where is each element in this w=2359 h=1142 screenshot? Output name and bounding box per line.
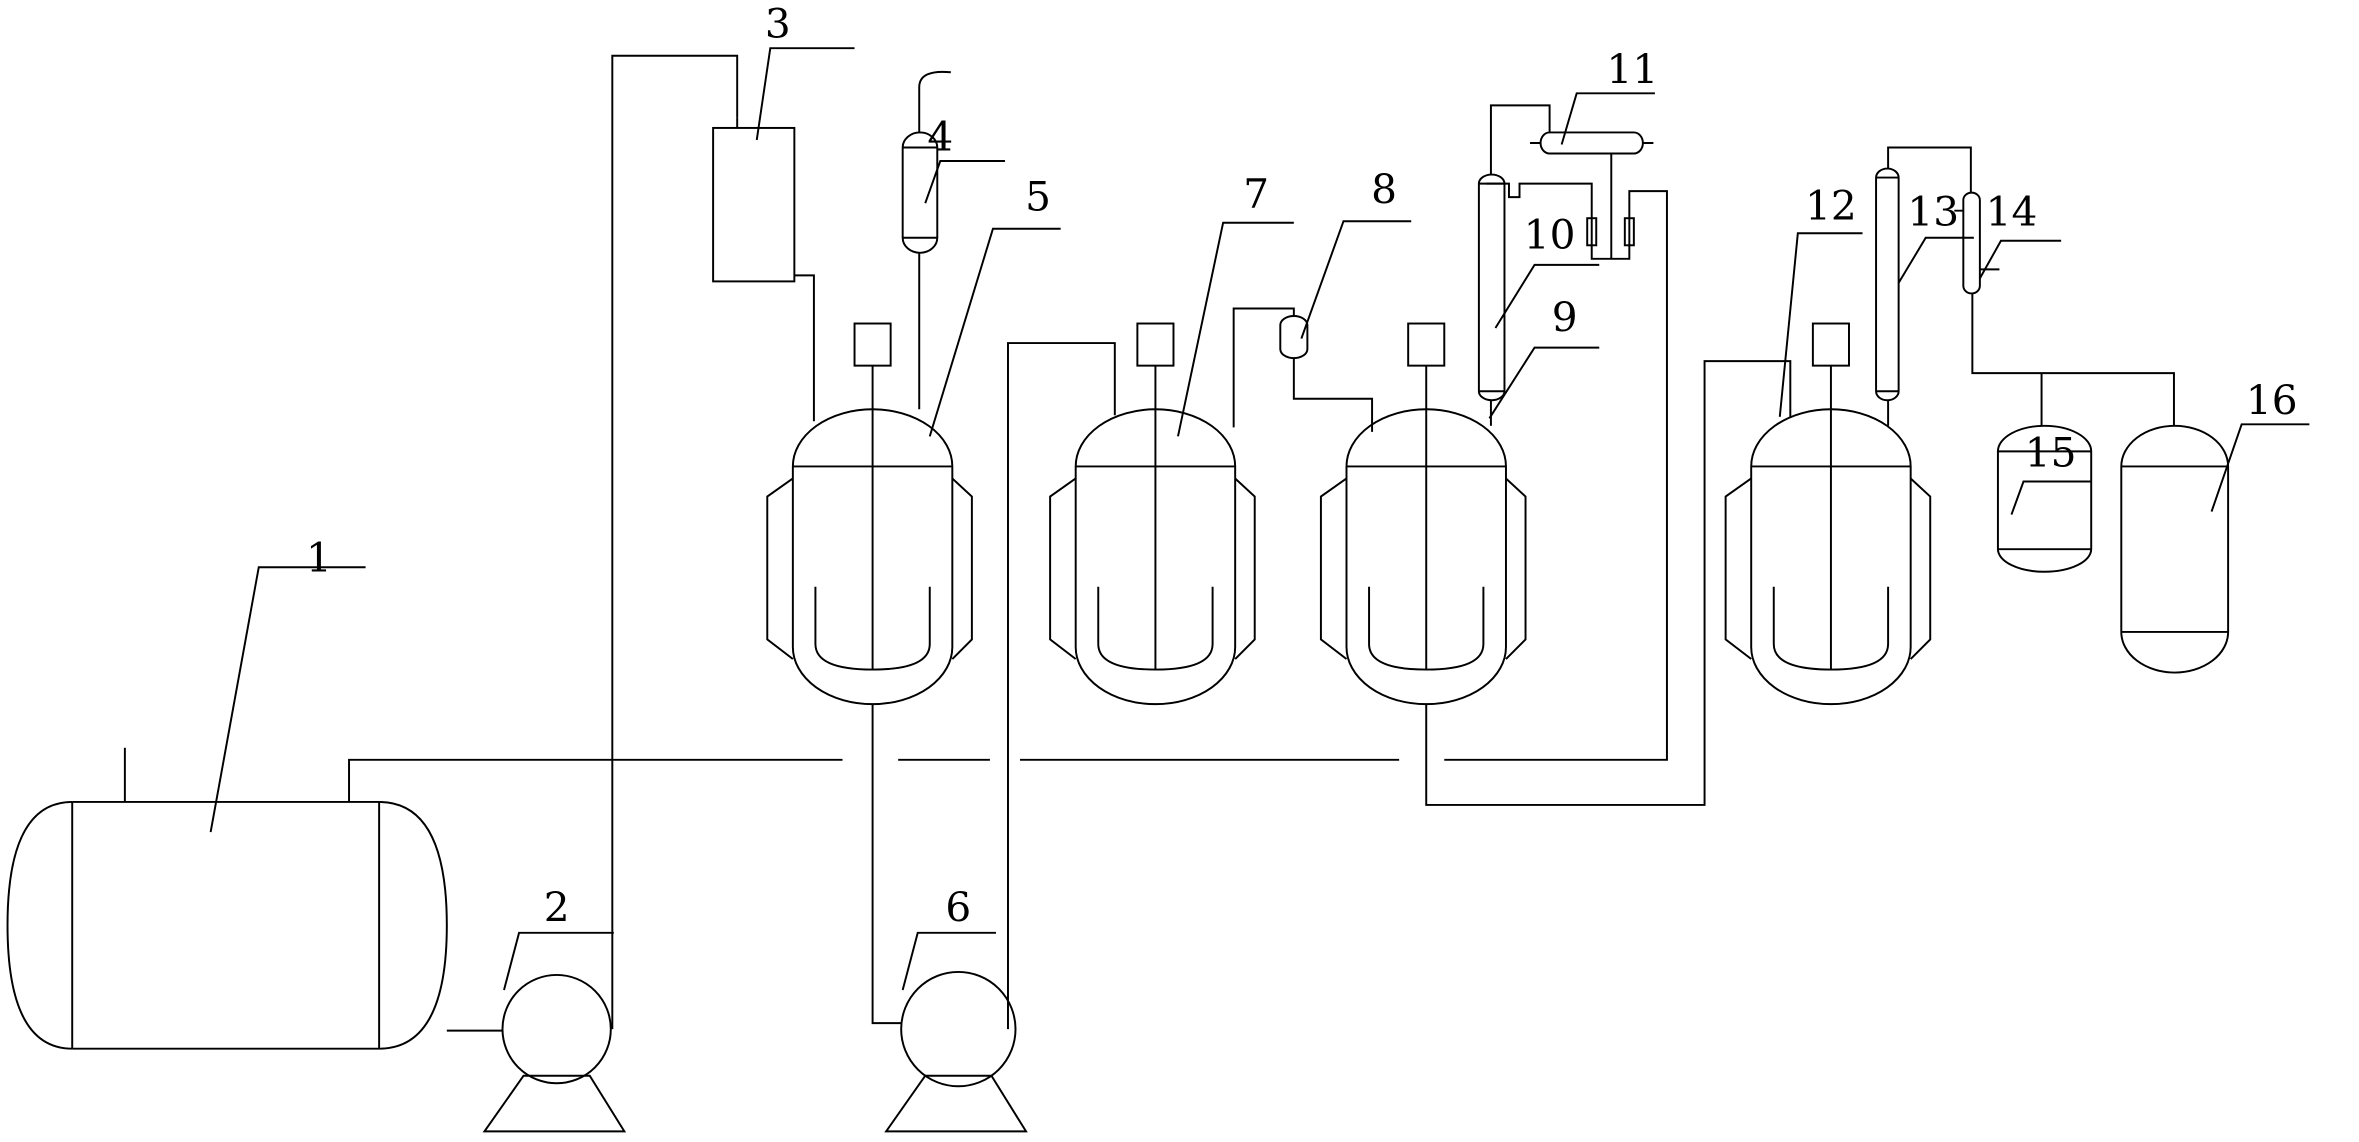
pump-2-casing (501, 973, 612, 1085)
callout-number: 9 (1552, 293, 1578, 341)
reactor-5-motor (853, 322, 892, 367)
callout-number: 15 (2025, 428, 2077, 476)
callout-number: 13 (1907, 188, 1959, 236)
reactor-5-jacket (766, 477, 973, 660)
callout-leader-line (1300, 220, 1412, 339)
callout-leader-line (924, 160, 1005, 204)
callout-11: 11 (1560, 45, 1658, 145)
callout-leader-line (901, 931, 996, 991)
column-13 (1875, 167, 1900, 402)
pipe-line (1444, 182, 1668, 761)
condenser-4 (901, 131, 939, 254)
callout-leader-line (1778, 232, 1863, 417)
pipe-line (611, 54, 739, 1030)
reactor-7-jacket (1049, 477, 1256, 660)
callout-12: 12 (1778, 182, 1863, 417)
callout-number: 10 (1524, 210, 1576, 258)
condenser-11 (1530, 131, 1654, 155)
pipe-line (871, 704, 902, 1025)
reactor-9-jacket (1319, 477, 1527, 660)
callout-number: 14 (1986, 188, 2038, 236)
callout-leader-line (1177, 221, 1294, 437)
column-10 (1477, 173, 1506, 402)
callout-number: 8 (1371, 165, 1397, 213)
condenser-4-vent (918, 70, 951, 133)
pipe-line (1971, 293, 2175, 426)
pipe-line (794, 274, 815, 422)
reactor-5 (766, 322, 973, 706)
callout-leader-line (1488, 346, 1600, 419)
callout-leader-line (1979, 239, 2062, 279)
pump-6 (884, 970, 1028, 1133)
callout-number: 12 (1805, 182, 1857, 230)
callout-leader-line (755, 47, 855, 141)
pipe-line (348, 758, 843, 802)
pump-2-base (482, 1074, 627, 1133)
pipe-line (1425, 360, 1792, 806)
callout-3: 3 (755, 0, 855, 141)
pipe-line (1489, 104, 1551, 175)
callout-1: 1 (209, 534, 366, 833)
pump-6-base (884, 1074, 1028, 1133)
callout-8: 8 (1300, 165, 1412, 339)
storage-tank-1 (71, 800, 381, 1050)
callout-leader-line (503, 931, 614, 991)
callout-10: 10 (1494, 210, 1600, 329)
callout-number: 11 (1606, 45, 1658, 93)
receiver-15 (1996, 424, 2093, 573)
callout-14: 14 (1979, 188, 2062, 279)
reactor-12-motor (1811, 322, 1850, 367)
pipe-line (1007, 342, 1116, 1030)
pipe-group (348, 54, 2175, 1032)
callout-2: 2 (503, 883, 614, 991)
pipe-line (1887, 146, 1972, 193)
callout-6: 6 (901, 883, 996, 991)
callout-leader-line (2210, 423, 2310, 512)
condenser-14 (1954, 191, 2000, 295)
pump-2 (482, 973, 627, 1133)
reactor-7 (1049, 322, 1256, 706)
reactor-12-jacket (1724, 477, 1932, 660)
callout-4: 4 (924, 113, 1005, 204)
reactor-9 (1319, 322, 1527, 706)
callout-leader-line (1897, 236, 1974, 284)
storage-tank-1-right-head (379, 800, 448, 1050)
callout-number: 16 (2246, 376, 2298, 424)
callout-number: 4 (927, 113, 953, 161)
callout-7: 7 (1177, 170, 1294, 437)
callout-15: 15 (2010, 428, 2092, 515)
callout-number: 3 (765, 0, 791, 48)
reactor-7-motor (1136, 322, 1175, 367)
callout-number: 6 (945, 883, 971, 931)
callout-leader-line (928, 227, 1061, 437)
callout-9: 9 (1488, 293, 1600, 419)
callout-16: 16 (2210, 376, 2310, 512)
reactor-12 (1724, 322, 1932, 706)
storage-tank-1-left-head (6, 800, 73, 1050)
equipment-group (6, 70, 2230, 1133)
callout-13: 13 (1897, 188, 1974, 284)
reactor-9-motor (1407, 322, 1446, 367)
callout-leader-line (209, 566, 366, 833)
callout-leader-line (2010, 480, 2092, 515)
callout-leader-line (1560, 92, 1655, 145)
head-tank-3 (712, 126, 796, 283)
callout-number: 1 (306, 534, 332, 582)
callout-number: 2 (544, 883, 570, 931)
pipe-line (1292, 358, 1374, 432)
callout-5: 5 (928, 173, 1061, 437)
callout-number: 5 (1025, 173, 1051, 221)
callout-number: 7 (1243, 170, 1269, 218)
pipe-line (1232, 307, 1295, 428)
separator-8 (1279, 315, 1309, 360)
receiver-16 (2120, 424, 2230, 674)
pump-6-casing (900, 970, 1017, 1088)
callout-leader-line (1494, 263, 1600, 329)
